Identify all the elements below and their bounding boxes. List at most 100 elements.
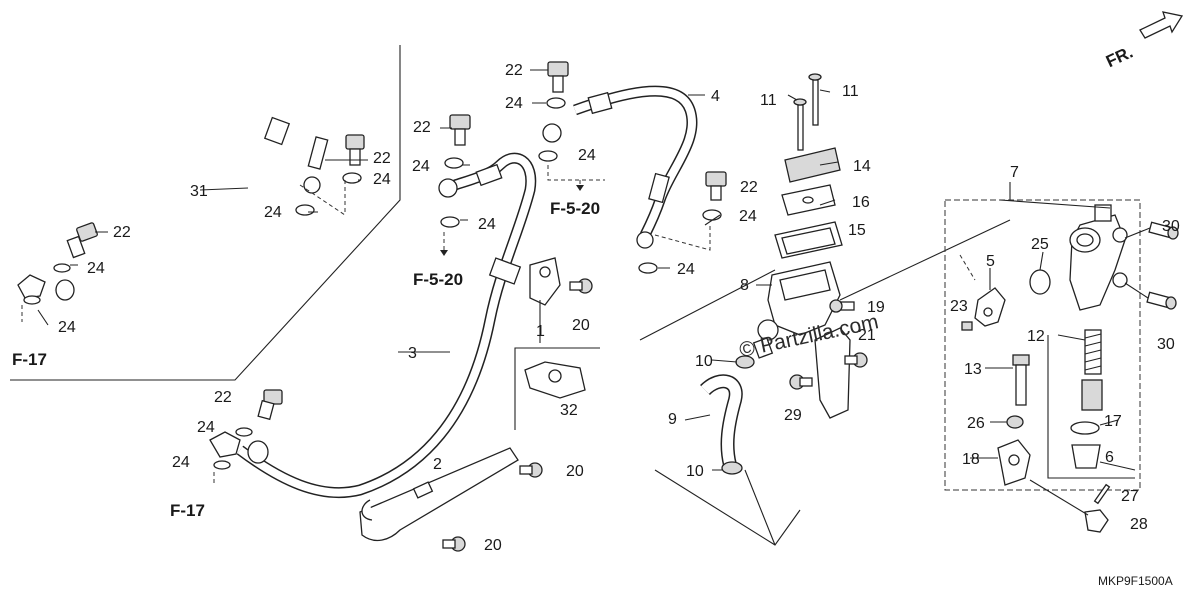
- plate-16: [781, 184, 836, 216]
- bolt-20-guard-a: [519, 462, 543, 478]
- hose-guard-2: [359, 447, 519, 542]
- callout-24-f: 24: [478, 216, 496, 233]
- clamp-32: [524, 361, 586, 399]
- callout-4: 4: [711, 88, 720, 105]
- front-arrow-label: FR.: [1103, 43, 1136, 72]
- washer-24-upper-b: [538, 150, 558, 162]
- brake-hose-4: [542, 85, 698, 249]
- nut-26: [1006, 415, 1024, 429]
- callout-30-a: 30: [1162, 218, 1180, 235]
- callout-19: 19: [867, 299, 885, 316]
- callout-14: 14: [853, 158, 871, 175]
- callout-30-b: 30: [1157, 336, 1175, 353]
- ref-f520-upper: F-5-20: [550, 199, 600, 218]
- callout-7: 7: [1010, 164, 1019, 181]
- hose-clamp-10-b: [721, 461, 743, 475]
- drawing-code: MKP9F1500A: [1098, 574, 1173, 588]
- pin-23-head: [961, 321, 973, 331]
- callout-18: 18: [962, 451, 980, 468]
- callout-2: 2: [433, 456, 442, 473]
- callout-24-c: 24: [87, 260, 105, 277]
- callout-22-b: 22: [113, 224, 131, 241]
- clamp-32-box: [514, 347, 600, 430]
- washer-24-left-d: [23, 295, 41, 305]
- piston-set: [1081, 379, 1103, 411]
- callout-28: 28: [1130, 516, 1148, 533]
- cotter-pin-27: [1093, 483, 1111, 505]
- washer-24-right-a: [702, 209, 722, 221]
- callout-24-d: 24: [58, 319, 76, 336]
- reservoir-cap-14: [784, 147, 841, 183]
- callout-27: 27: [1121, 488, 1139, 505]
- bolt-30-b: [1146, 291, 1177, 310]
- callout-10-a: 10: [695, 353, 713, 370]
- circlip-17: [1070, 421, 1100, 435]
- callout-31: 31: [190, 183, 208, 200]
- washer-24-left-c: [53, 263, 71, 273]
- callout-13: 13: [964, 361, 982, 378]
- connector-5: [974, 287, 1006, 327]
- callout-12: 12: [1027, 328, 1045, 345]
- bolt-22-right: [705, 171, 727, 201]
- callout-15: 15: [848, 222, 866, 239]
- callout-11-a: 11: [760, 92, 777, 109]
- callout-25: 25: [1031, 236, 1049, 253]
- master-cylinder-body-8: [752, 261, 841, 359]
- bolt-22-center-a: [449, 114, 471, 146]
- callout-24-k: 24: [197, 419, 215, 436]
- cylinder-body-7: [1069, 204, 1128, 311]
- joint-18: [997, 439, 1031, 486]
- bolt-22-left-a: [345, 134, 365, 166]
- callout-24-g: 24: [505, 95, 523, 112]
- callout-10-b: 10: [686, 463, 704, 480]
- callout-23: 23: [950, 298, 968, 315]
- o-ring-25: [1029, 269, 1051, 295]
- callout-26: 26: [967, 415, 985, 432]
- callout-17: 17: [1104, 413, 1122, 430]
- callout-29: 29: [784, 407, 802, 424]
- callout-3: 3: [408, 345, 417, 362]
- callout-24-h: 24: [578, 147, 596, 164]
- bolt-20-clamp: [569, 278, 593, 294]
- bolt-19: [829, 299, 855, 313]
- bolt-20-guard-b: [442, 536, 466, 552]
- joint-pin-28: [1084, 509, 1109, 533]
- bolt-29: [789, 374, 813, 390]
- boot-6: [1071, 444, 1101, 469]
- washer-24-upper-a: [546, 97, 566, 109]
- callout-24-e: 24: [412, 158, 430, 175]
- bolt-30-a: [1148, 221, 1179, 240]
- callout-1: 1: [536, 323, 545, 340]
- brake-hose-31: [17, 44, 349, 332]
- callout-20-b: 20: [566, 463, 584, 480]
- spring-12: [1084, 329, 1102, 375]
- brake-hose-3: [209, 152, 537, 499]
- callout-24-b: 24: [264, 204, 282, 221]
- washer-24-lower-a: [235, 427, 253, 437]
- screw-11-b: [808, 73, 822, 126]
- screw-11-a: [793, 98, 807, 151]
- bracket-21: [814, 327, 851, 419]
- callout-22-c: 22: [413, 119, 431, 136]
- callout-24-a: 24: [373, 171, 391, 188]
- callout-20-c: 20: [484, 537, 502, 554]
- callout-24-j: 24: [677, 261, 695, 278]
- callout-5: 5: [986, 253, 995, 270]
- reservoir-hose-9: [700, 374, 743, 467]
- callout-6: 6: [1105, 449, 1114, 466]
- bolt-22-upper: [547, 61, 569, 93]
- callout-32: 32: [560, 402, 578, 419]
- pushrod-13: [1012, 354, 1030, 406]
- ref-f17-left: F-17: [12, 350, 47, 369]
- washer-24-left-a: [342, 172, 362, 184]
- callout-21: 21: [858, 327, 876, 344]
- washer-24-left-b: [295, 204, 315, 216]
- washer-24-center-a: [444, 157, 464, 169]
- bolt-22-lower: [257, 389, 283, 421]
- callout-11-b: 11: [842, 83, 859, 100]
- bolt-20-bracket: [844, 352, 868, 368]
- callout-16: 16: [852, 194, 870, 211]
- callout-9: 9: [668, 411, 677, 428]
- callout-22-d: 22: [505, 62, 523, 79]
